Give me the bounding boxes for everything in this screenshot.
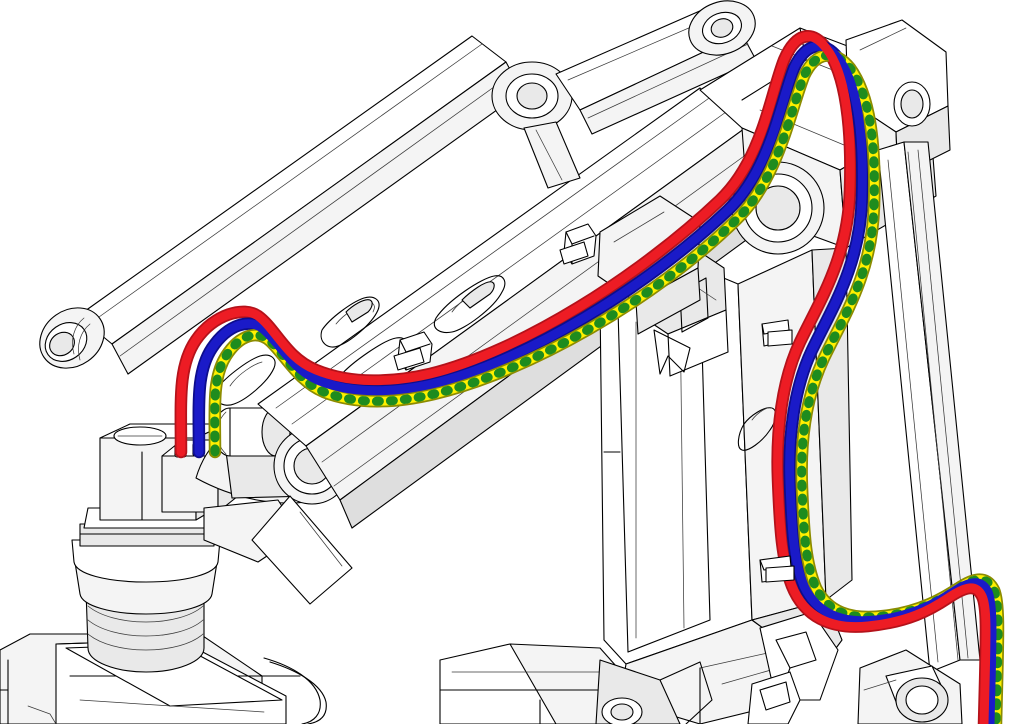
counterbalance-link xyxy=(877,141,981,673)
clamp-column-lower xyxy=(759,555,795,583)
hose-red xyxy=(176,31,991,724)
clamp-arm-lower xyxy=(393,331,433,371)
clamp-column-upper xyxy=(761,319,793,347)
base-motor xyxy=(439,643,713,724)
elbow-joint xyxy=(195,407,353,605)
clamp-arm-upper xyxy=(559,223,597,265)
hose-blue xyxy=(194,41,997,724)
lower-right-drive xyxy=(747,649,963,724)
parallel-link xyxy=(39,0,757,375)
